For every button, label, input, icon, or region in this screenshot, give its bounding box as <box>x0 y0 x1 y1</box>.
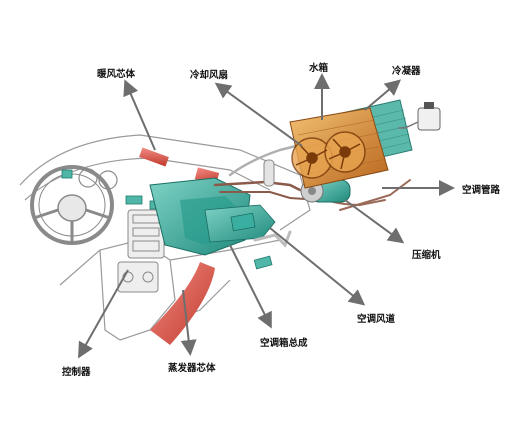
label-evaporator-core: 蒸发器芯体 <box>168 363 216 374</box>
callout-arrows <box>78 73 455 359</box>
floor-duct <box>150 262 215 345</box>
label-hvac-assembly: 空调箱总成 <box>260 338 308 349</box>
arrow-evaporator-core <box>180 289 197 356</box>
gauge-cluster <box>78 168 118 190</box>
label-cooling-fan: 冷却风扇 <box>190 70 229 81</box>
drier-bottle <box>263 159 275 187</box>
hvac-box <box>149 177 276 256</box>
label-compressor: 压缩机 <box>412 250 441 261</box>
arrow-heater-core <box>123 79 156 151</box>
arrow-cooling-fan <box>214 82 303 147</box>
arrow-ac-duct <box>269 227 366 306</box>
label-radiator: 水箱 <box>309 63 329 74</box>
label-ac-pipe: 空调管路 <box>462 185 501 196</box>
steering-wheel <box>30 165 114 245</box>
label-condenser: 冷凝器 <box>392 66 421 77</box>
label-ac-duct: 空调风道 <box>357 314 396 325</box>
coolant-reservoir <box>398 102 441 131</box>
arrow-condenser <box>364 79 402 111</box>
label-heater-core: 暖风芯体 <box>97 69 136 80</box>
arrow-compressor <box>344 199 405 244</box>
arrow-controller <box>78 269 129 359</box>
cooling-fans <box>291 131 366 179</box>
center-console <box>117 209 165 293</box>
arrow-hvac-assembly <box>229 244 272 329</box>
label-controller: 控制器 <box>62 367 91 378</box>
